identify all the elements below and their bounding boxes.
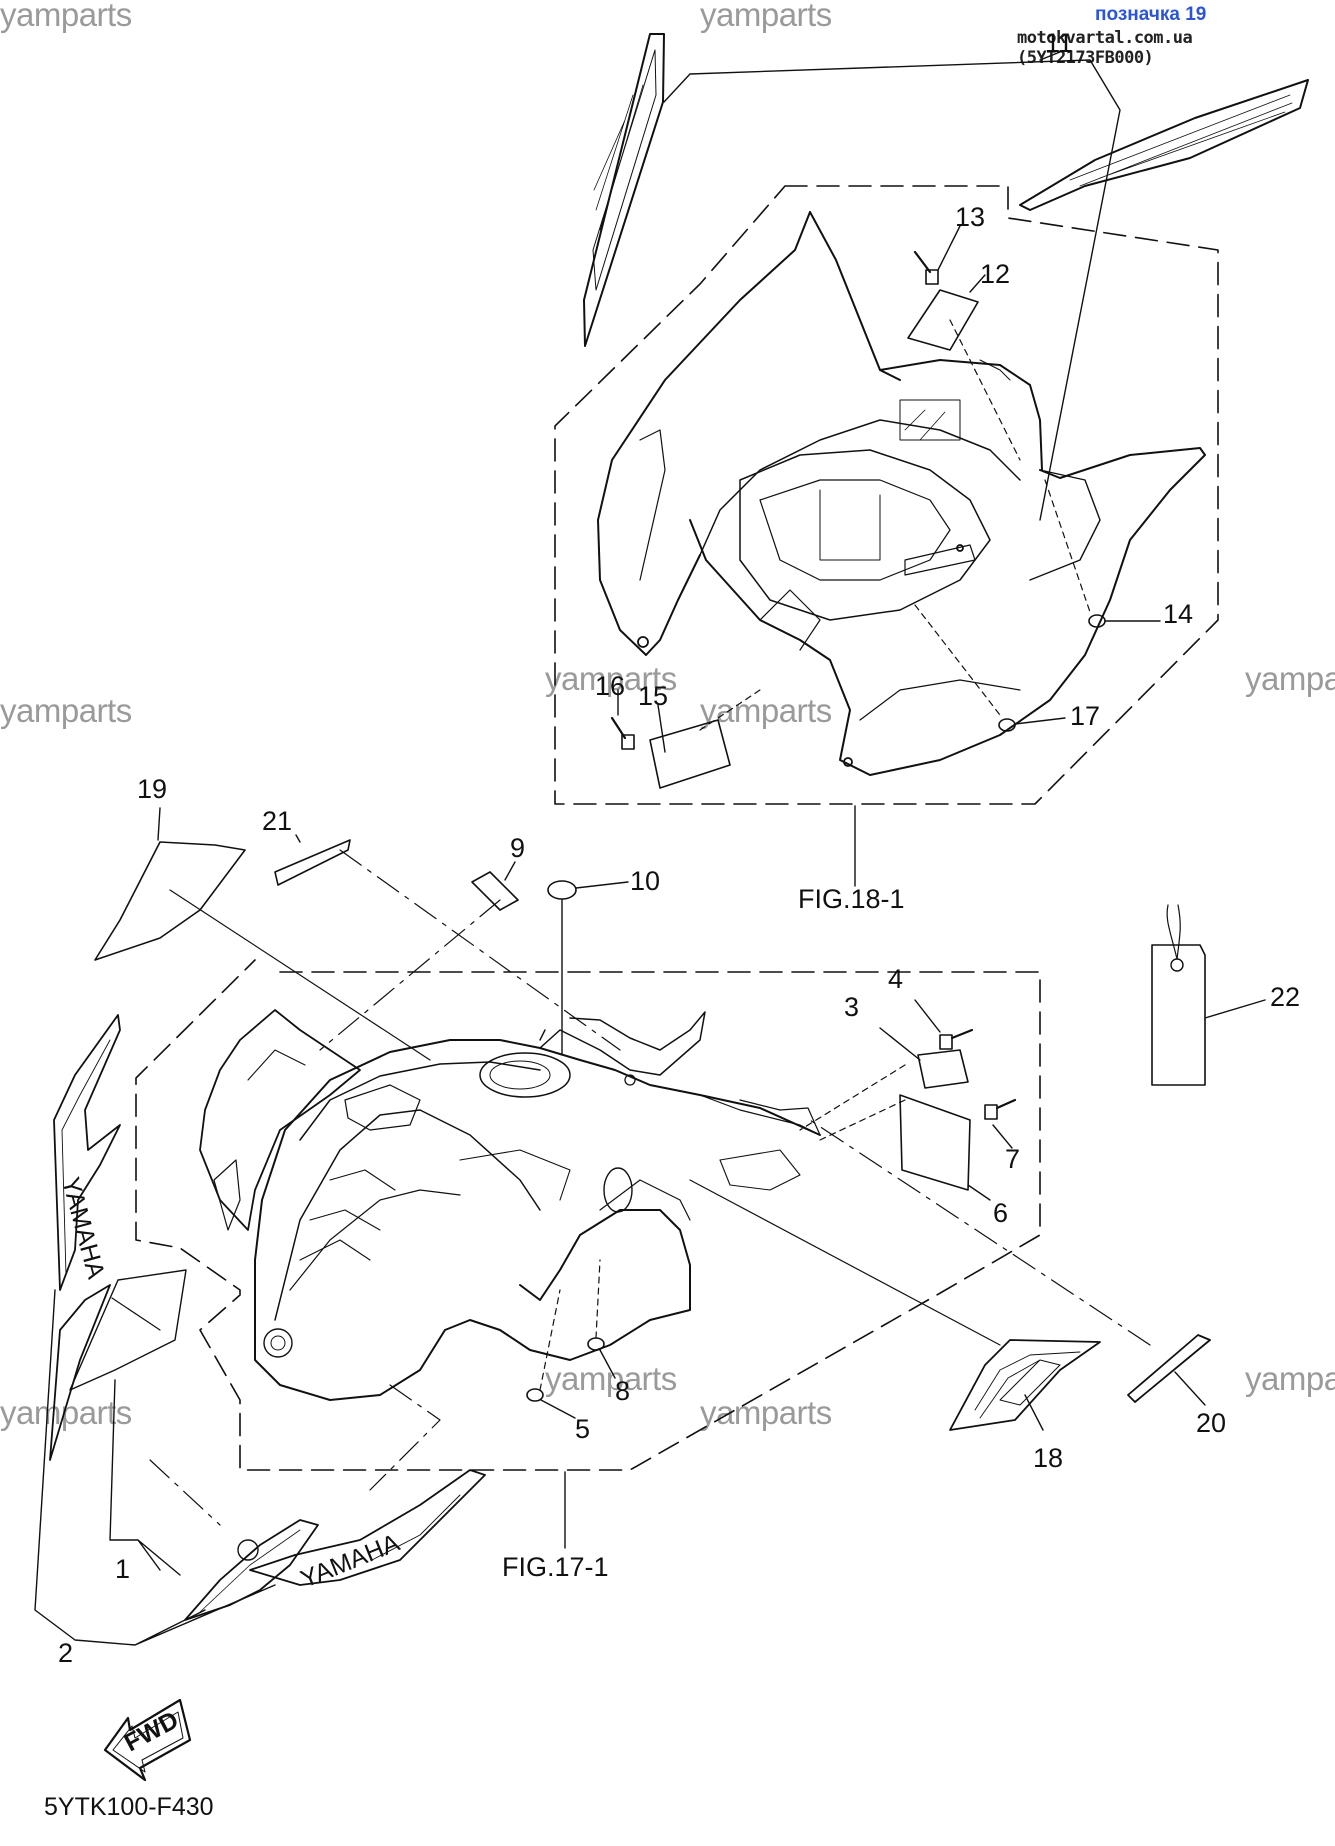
part-22-tag [1151, 904, 1206, 1086]
callout-2: 2 [58, 1638, 73, 1668]
watermark: yamparts [0, 1394, 132, 1431]
callout-17: 17 [1070, 701, 1100, 731]
callout-16: 16 [595, 671, 625, 701]
part-8-nut [587, 1337, 605, 1351]
callout-15: 15 [638, 681, 668, 711]
callout-18: 18 [1033, 1443, 1063, 1473]
leader-22 [1204, 999, 1266, 1019]
leader-5 [540, 1399, 576, 1419]
decal-brand-text: YAMAHA [297, 1529, 404, 1594]
diagram-code: 5YTK100-F430 [44, 1793, 214, 1821]
leader-12 [969, 274, 986, 293]
fig-18-1-label: FIG.18-1 [798, 884, 905, 914]
decal-11-left [583, 33, 665, 347]
watermark: yamparts [545, 1360, 677, 1397]
callout-20: 20 [1196, 1408, 1226, 1438]
leader-3 [879, 1027, 921, 1061]
part-14-nut [1088, 614, 1106, 628]
part-12-label [907, 289, 979, 351]
part-5-nut [526, 1388, 544, 1402]
fwd-arrow-icon [103, 1698, 192, 1782]
leader-19 [157, 807, 161, 841]
fig-17-1-label: FIG.17-1 [502, 1552, 609, 1582]
watermark: yamparts [0, 0, 132, 33]
leader-10 [575, 881, 629, 889]
leader-13 [937, 225, 961, 271]
part-7-screw [984, 1098, 1017, 1120]
part-15-label [649, 719, 731, 789]
callout-7: 7 [1005, 1144, 1020, 1174]
part-20-decal [1127, 1334, 1211, 1403]
callout-8: 8 [615, 1376, 630, 1406]
callout-4: 4 [888, 964, 903, 994]
part-9-decal [471, 871, 519, 911]
leader-9 [504, 861, 516, 881]
leader-15 [657, 704, 666, 753]
callout-19: 19 [137, 774, 167, 804]
watermark: yamparts [700, 1394, 832, 1431]
leader-20 [1174, 1371, 1206, 1406]
callout-3: 3 [844, 992, 859, 1022]
callout-5: 5 [575, 1414, 590, 1444]
callout-11: 11 [1045, 28, 1073, 58]
watermark: yamparts [700, 692, 832, 729]
callout-9: 9 [510, 833, 525, 863]
site-reference: motokvartal.com.ua (5YT2173FB000) [1017, 28, 1193, 68]
fig17-boundary [135, 959, 1041, 1471]
part-21-decal [274, 839, 351, 886]
leader-21 [295, 834, 301, 843]
callout-12: 12 [980, 259, 1010, 289]
callout-6: 6 [993, 1198, 1008, 1228]
part-19-decal [94, 841, 246, 961]
part-note-label: позначка 19 [1095, 4, 1207, 25]
callout-21: 21 [262, 806, 292, 836]
front-fender [199, 1009, 821, 1401]
decal-1-left [49, 1269, 187, 1461]
watermark: yamparts [1245, 660, 1335, 697]
leader-6 [967, 1184, 991, 1201]
callout-22: 22 [1270, 982, 1300, 1012]
leader-11 [663, 59, 1121, 521]
leader-12-dash [949, 319, 1021, 461]
rear-fender [597, 211, 1206, 776]
part-13-screw [913, 250, 939, 285]
leader-17 [1014, 717, 1066, 725]
leader-8 [599, 1349, 616, 1379]
leader-2 [34, 1289, 276, 1646]
callout-1: 1 [115, 1554, 130, 1584]
watermark: yamparts [545, 660, 677, 697]
decal-2-left-side [53, 1014, 121, 1291]
part-17-nut [998, 718, 1016, 732]
watermark: yamparts [0, 692, 132, 729]
leader-4 [914, 999, 941, 1033]
decal-2-front-lower [249, 1469, 486, 1586]
leader-7 [992, 1124, 1013, 1149]
watermark: yamparts [700, 0, 832, 33]
watermark: yamparts [1245, 1360, 1335, 1397]
decal-11-right [1019, 79, 1309, 211]
leader-18 [1024, 1394, 1044, 1431]
part-4-screw [939, 1028, 974, 1050]
callout-13: 13 [955, 202, 985, 232]
part-16-screw [610, 716, 635, 750]
part-18-decal [949, 1339, 1101, 1431]
part-10-emblem [547, 880, 577, 900]
part-6-plate [899, 1094, 971, 1191]
leader-1 [109, 1379, 181, 1576]
callout-14: 14 [1163, 599, 1193, 629]
part-3-label [917, 1049, 969, 1089]
fig18-boundary [554, 185, 1219, 805]
callout-10: 10 [630, 866, 660, 896]
